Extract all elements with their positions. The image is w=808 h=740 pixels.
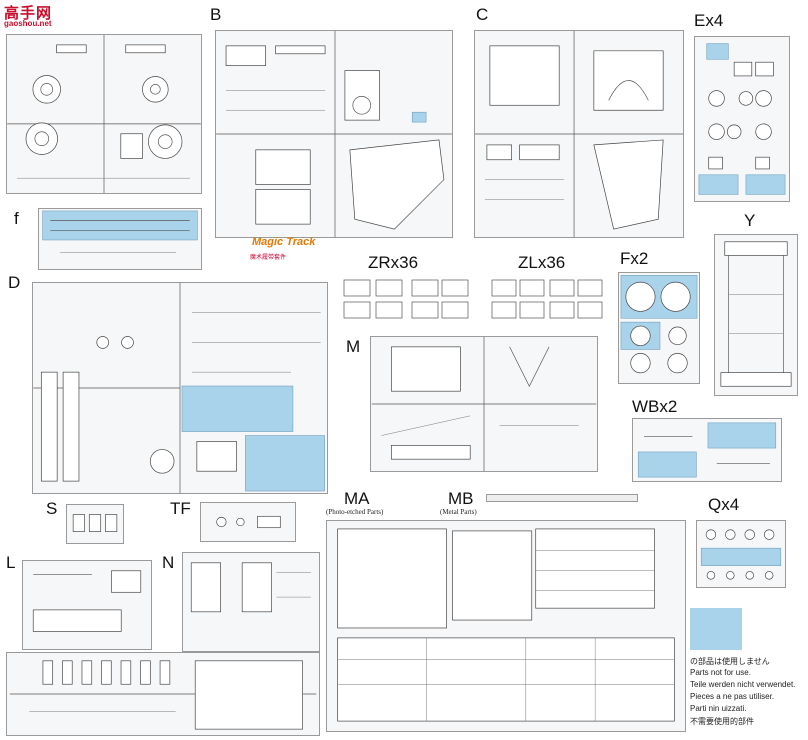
sprue-l-frame (22, 560, 152, 650)
sprue-label-d: D (8, 273, 21, 292)
sprue-label-b: B (210, 5, 222, 24)
sprue-label-tf: TF (170, 499, 191, 518)
sprue-m-frame (370, 336, 598, 472)
sprue-fx2-frame (618, 272, 700, 384)
sprue-wbx2-parts (637, 422, 777, 478)
sprue-n-frame (182, 552, 320, 652)
sprue-c-parts (475, 31, 683, 237)
sprue-a-frame (6, 34, 202, 194)
legend-line-de: Teile werden nicht verwendet. (690, 680, 796, 689)
legend-line-en: Parts not for use. (690, 668, 751, 677)
sprue-c-frame (474, 30, 684, 238)
sprue-label-y: Y (744, 211, 756, 230)
sprue-label-mb: MB (448, 489, 474, 508)
watermark-logo: 高手网 gaoshou.net (4, 2, 70, 32)
sprue-label-ma: MA (344, 489, 370, 508)
sprue-y-parts (720, 241, 792, 387)
magic-track-caption: 魔术履带套件 (250, 255, 287, 261)
sprue-label-m: M (346, 337, 361, 356)
sprue-f-parts (42, 210, 198, 253)
track-links-zl (488, 276, 608, 324)
legend-line-ja: の部品は使用しません (690, 657, 770, 666)
legend-line-zh: 不需要使用的部件 (690, 717, 754, 726)
magic-track-logo: Magic Track 魔术履带套件 (246, 236, 315, 266)
sprue-label-c: C (476, 5, 489, 24)
sprue-tf-frame (200, 502, 296, 542)
sprue-ex4-parts (698, 43, 786, 195)
sprue-bottom-frame (6, 652, 320, 736)
watermark-main: 高手网 (4, 5, 53, 22)
sprue-a-parts (7, 35, 201, 193)
sprue-ma-frame (326, 520, 686, 732)
magic-track-wordmark: Magic Track (252, 236, 316, 248)
sprue-m-parts (371, 337, 597, 471)
sprue-label-wbx2: WBx2 (632, 397, 678, 416)
sprue-s-frame (66, 504, 124, 544)
legend-line-it: Parti nin uizzati. (690, 704, 747, 713)
sprue-ma-parts (337, 528, 675, 722)
sprue-label-f: f (14, 209, 19, 228)
sprue-fx2-parts (620, 275, 698, 374)
sprue-b-parts (216, 31, 452, 237)
legend-line-fr: Pieces a ne pas utiliser. (690, 692, 775, 701)
metal-barrel-mb (486, 494, 638, 502)
sprue-f-frame (38, 208, 202, 270)
sprue-ex4-frame (694, 36, 790, 202)
watermark-domain: gaoshou.net (4, 19, 52, 28)
track-label-zl: ZLx36 (518, 253, 566, 272)
legend-swatch (690, 608, 742, 650)
sprue-wbx2-frame (632, 418, 782, 482)
sprue-label-qx4: Qx4 (708, 495, 740, 514)
sprue-qx4-frame (696, 520, 786, 588)
sprue-label-n: N (162, 553, 175, 572)
sprue-label-fx2: Fx2 (620, 249, 649, 268)
sprue-label-l: L (6, 553, 16, 572)
track-links-zr (340, 276, 472, 324)
sprue-y-frame (714, 234, 798, 396)
sprue-label-s: S (46, 499, 58, 518)
sprue-d-frame (32, 282, 328, 494)
sprue-label-ex4: Ex4 (694, 11, 724, 30)
sublabel-mb: (Metal Parts) (440, 508, 477, 516)
track-label-zr: ZRx36 (368, 253, 419, 272)
sublabel-ma: (Photo-etched Parts) (326, 508, 384, 516)
sprue-d-parts (33, 283, 325, 493)
sprue-b-frame (215, 30, 453, 238)
